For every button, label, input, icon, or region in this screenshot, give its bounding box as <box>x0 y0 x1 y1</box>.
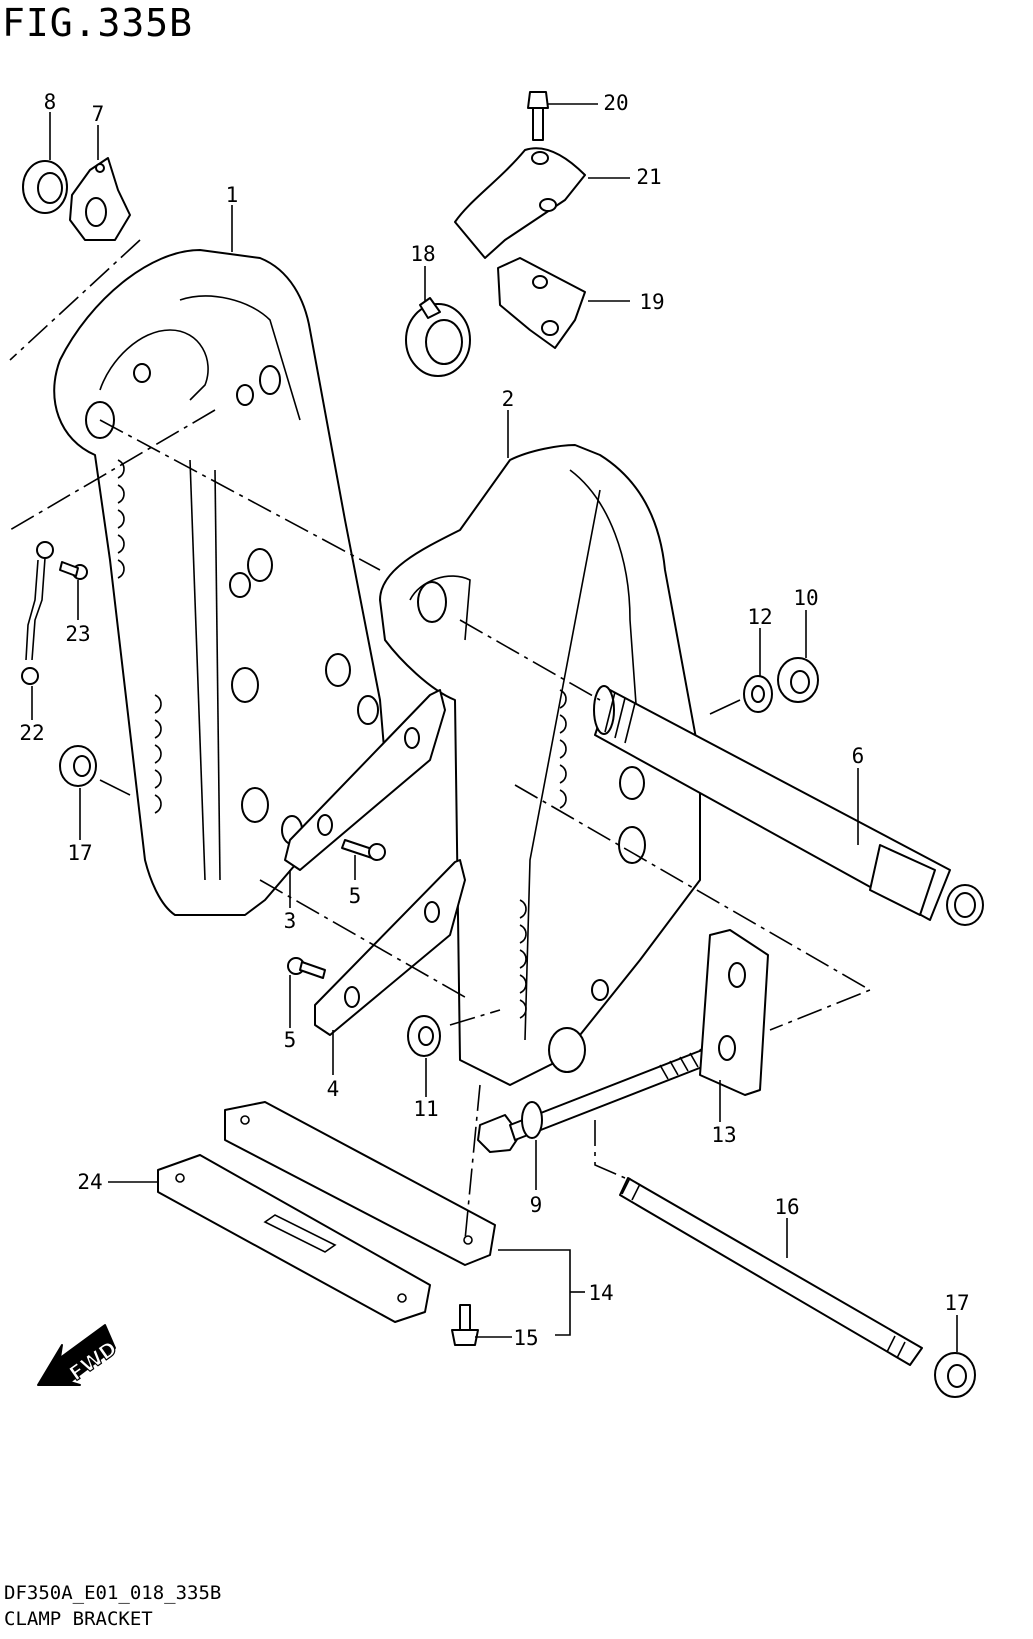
clamp-bracket-left[interactable] <box>53 249 386 916</box>
callout-17-right: 17 <box>944 1291 969 1315</box>
callout-21: 21 <box>636 165 661 189</box>
bracket-21[interactable] <box>454 147 586 259</box>
callout-11: 11 <box>413 1097 438 1121</box>
tilt-tube-6[interactable] <box>593 685 984 926</box>
screw-5-lower[interactable] <box>287 957 326 979</box>
model-code: DF350A_E01_018_335B <box>4 1582 222 1604</box>
washer-11[interactable] <box>407 1015 441 1057</box>
callout-23: 23 <box>65 622 90 646</box>
leader-lines <box>31 103 958 1352</box>
callout-4: 4 <box>327 1077 340 1101</box>
callout-17-left: 17 <box>67 841 92 865</box>
screw-23[interactable] <box>59 561 88 580</box>
callout-18: 18 <box>410 242 435 266</box>
bracket-19[interactable] <box>497 257 586 349</box>
figure-name: CLAMP BRACKET <box>4 1608 153 1630</box>
callout-6: 6 <box>852 744 865 768</box>
callout-5-upper: 5 <box>349 884 362 908</box>
callout-2: 2 <box>502 387 515 411</box>
callout-5-lower: 5 <box>284 1028 297 1052</box>
callout-1: 1 <box>226 183 239 207</box>
callout-16: 16 <box>774 1195 799 1219</box>
bolt-15[interactable] <box>451 1304 479 1346</box>
callout-7: 7 <box>92 102 105 126</box>
screw-5-upper[interactable] <box>341 839 386 861</box>
fwd-arrow-icon: FWD <box>37 1324 122 1386</box>
shaft-16[interactable] <box>619 1177 923 1366</box>
callout-19: 19 <box>639 290 664 314</box>
callout-24: 24 <box>77 1170 102 1194</box>
slide-plate-3[interactable] <box>284 689 446 871</box>
callout-8: 8 <box>44 90 57 114</box>
gasket-7[interactable] <box>69 157 131 241</box>
callout-14: 14 <box>588 1281 613 1305</box>
callout-3: 3 <box>284 909 297 933</box>
callout-12: 12 <box>747 605 772 629</box>
slide-plate-4[interactable] <box>314 859 466 1036</box>
seal-8[interactable] <box>22 160 68 214</box>
figure-title: FIG.335B <box>2 1 194 45</box>
washer-12[interactable] <box>743 675 773 713</box>
nut-17-right[interactable] <box>934 1352 976 1398</box>
callout-15: 15 <box>513 1326 538 1350</box>
callout-9: 9 <box>530 1193 543 1217</box>
plate-13[interactable] <box>699 929 769 1096</box>
clamp-bracket-right[interactable] <box>379 444 701 1086</box>
callout-20: 20 <box>603 91 628 115</box>
bolt-20[interactable] <box>527 91 549 141</box>
callout-labels: 1 2 3 4 5 5 6 7 8 9 10 11 12 13 14 15 16… <box>19 90 969 1350</box>
pad-14[interactable] <box>224 1101 496 1266</box>
alignment-lines <box>9 239 872 1241</box>
grommet-18[interactable] <box>405 297 471 377</box>
nut-10[interactable] <box>777 657 819 703</box>
callout-10: 10 <box>793 586 818 610</box>
callout-22: 22 <box>19 721 44 745</box>
callout-13: 13 <box>711 1123 736 1147</box>
ground-wire-22[interactable] <box>21 541 54 685</box>
pad-24[interactable] <box>157 1154 431 1323</box>
nut-17-left[interactable] <box>59 745 97 787</box>
